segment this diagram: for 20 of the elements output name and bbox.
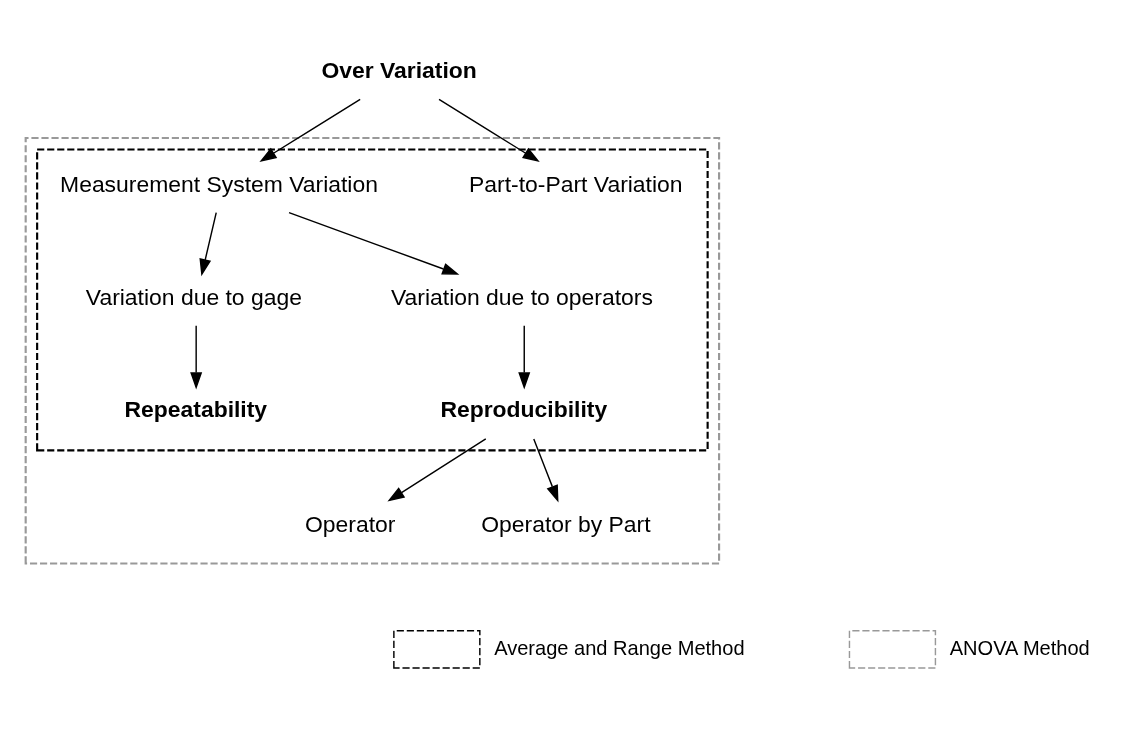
node-text: Operator by Part xyxy=(481,510,651,537)
node-text: Part-to-Part Variation xyxy=(469,170,683,197)
cluster xyxy=(24,136,721,565)
arrow xyxy=(288,211,460,275)
node-text: Operator xyxy=(305,510,396,537)
node-text: Repeatability xyxy=(124,395,268,422)
legend-label: Average and Range Method xyxy=(494,636,745,659)
node-text: Over Variation xyxy=(321,56,477,83)
arrow xyxy=(190,324,203,389)
node-text: Reproducibility xyxy=(440,395,608,422)
arrow xyxy=(533,437,559,502)
legend-label: ANOVA Method xyxy=(949,636,1090,659)
arrow xyxy=(518,324,531,389)
node-text: Measurement System Variation xyxy=(60,170,378,197)
arrow xyxy=(259,98,361,162)
arrow xyxy=(387,437,487,502)
node-text: Variation due to operators xyxy=(391,283,653,310)
arrow xyxy=(438,98,540,162)
node-text: Variation due to gage xyxy=(85,283,302,310)
arrow xyxy=(199,211,217,276)
